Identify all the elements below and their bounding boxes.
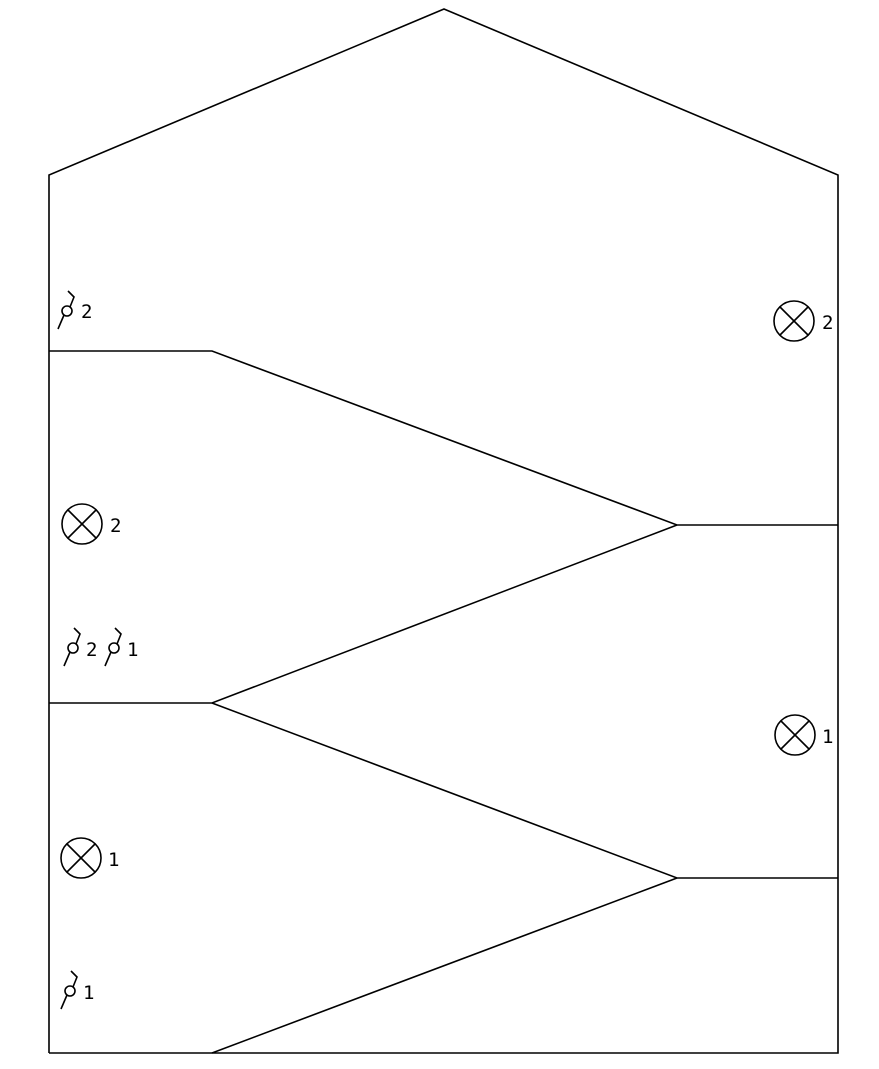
switch-label: 2 <box>86 639 97 661</box>
lamp-label: 2 <box>110 515 121 537</box>
lamp-icon <box>774 714 816 756</box>
switch-icon <box>57 290 75 330</box>
switch-icon <box>104 627 122 667</box>
switch-label: 1 <box>127 639 138 661</box>
lamp-icon <box>61 503 103 545</box>
partition-upper <box>49 350 838 526</box>
partition-bottom <box>211 877 678 1054</box>
switch-label: 2 <box>81 301 92 323</box>
partition-middle-lower <box>211 702 838 879</box>
switch-icon <box>60 970 78 1010</box>
lamp-icon <box>773 300 815 342</box>
building-outline <box>48 8 839 1054</box>
switch-label: 1 <box>83 982 94 1004</box>
lamp-label: 1 <box>108 849 119 871</box>
lamp-label: 2 <box>822 312 833 334</box>
switch-icon <box>63 627 81 667</box>
partition-middle <box>49 524 678 704</box>
lamp-icon <box>60 837 102 879</box>
lamp-label: 1 <box>822 726 833 748</box>
